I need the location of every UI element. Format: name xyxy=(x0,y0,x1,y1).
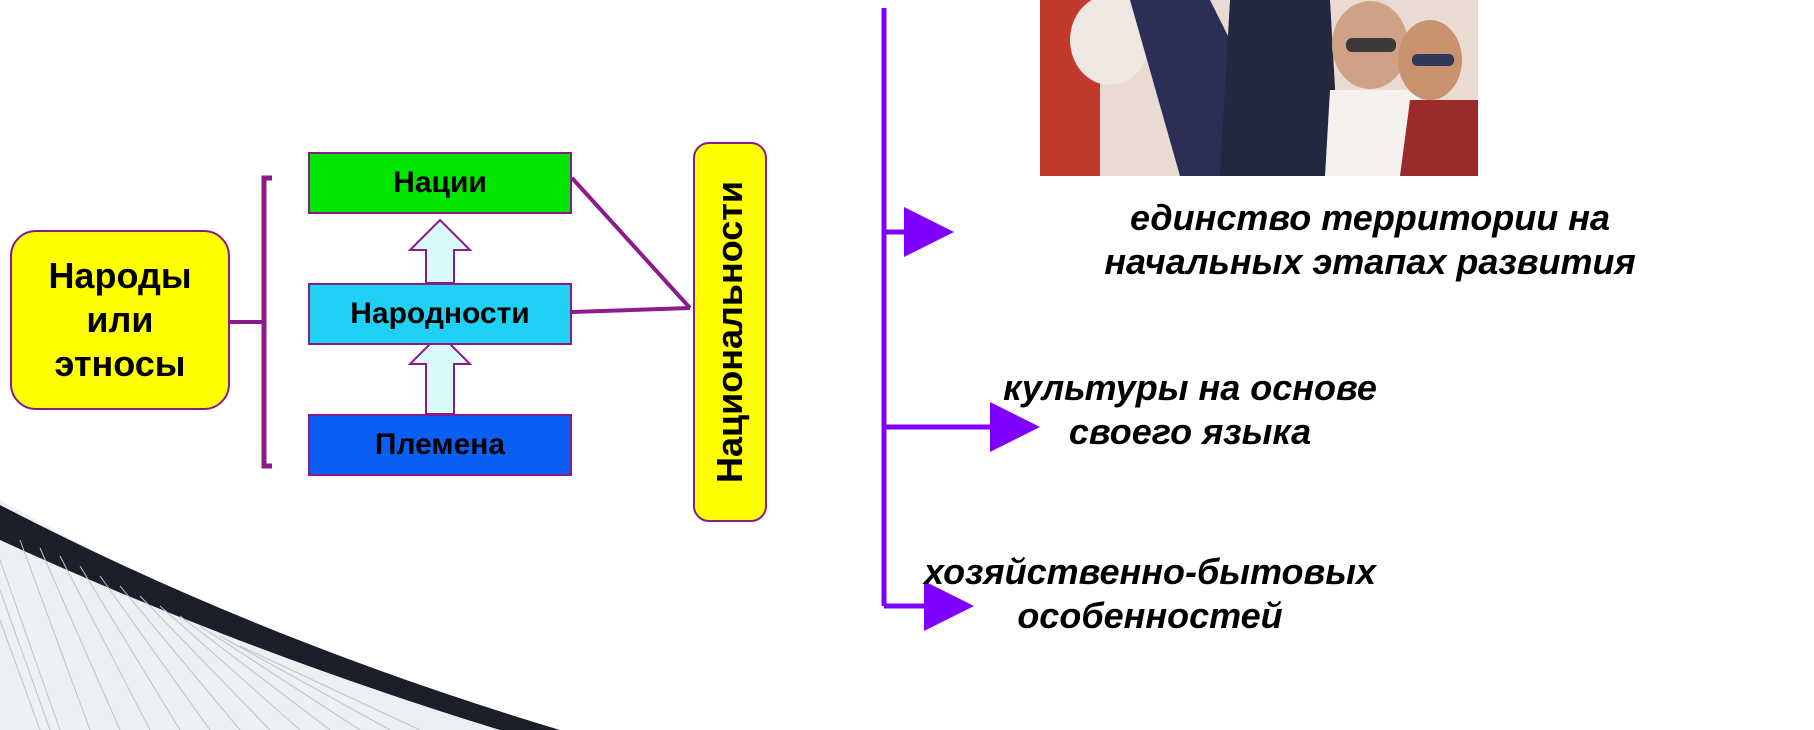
feature-household: хозяйственно-бытовых особенностей xyxy=(900,550,1400,638)
feature-household-line-2: особенностей xyxy=(1017,595,1283,636)
nations-connector xyxy=(570,176,692,310)
nations-box: Нации xyxy=(308,152,572,214)
feature-territory-line-1: единство территории на xyxy=(1129,197,1611,238)
feature-culture-line-2: своего языка xyxy=(1068,411,1312,452)
group-bracket xyxy=(261,175,272,469)
feature-household-line-1: хозяйственно-бытовых xyxy=(923,551,1377,592)
narodnosti-box: Народности xyxy=(308,283,572,345)
feature-territory-line-2: начальных этапах развития xyxy=(1104,241,1636,282)
narodnosti-connector xyxy=(571,306,691,314)
peoples-line-2: или xyxy=(86,299,154,340)
up-arrow-lower xyxy=(407,332,473,415)
tribes-box: Племена xyxy=(308,414,572,476)
feature-territory: единство территории на начальных этапах … xyxy=(930,196,1810,284)
peoples-box: Народы или этносы xyxy=(10,230,230,410)
feature-culture: культуры на основе своего языка xyxy=(980,366,1400,454)
nationality-label: Национальности xyxy=(709,180,750,484)
children-photo xyxy=(1040,0,1478,176)
decorative-swoosh xyxy=(0,500,560,730)
up-arrow-upper xyxy=(407,218,473,284)
peoples-line-3: этносы xyxy=(54,343,186,384)
peoples-line-1: Народы xyxy=(48,255,192,296)
nationality-box: Национальности xyxy=(693,142,767,522)
feature-culture-line-1: культуры на основе xyxy=(1003,367,1377,408)
